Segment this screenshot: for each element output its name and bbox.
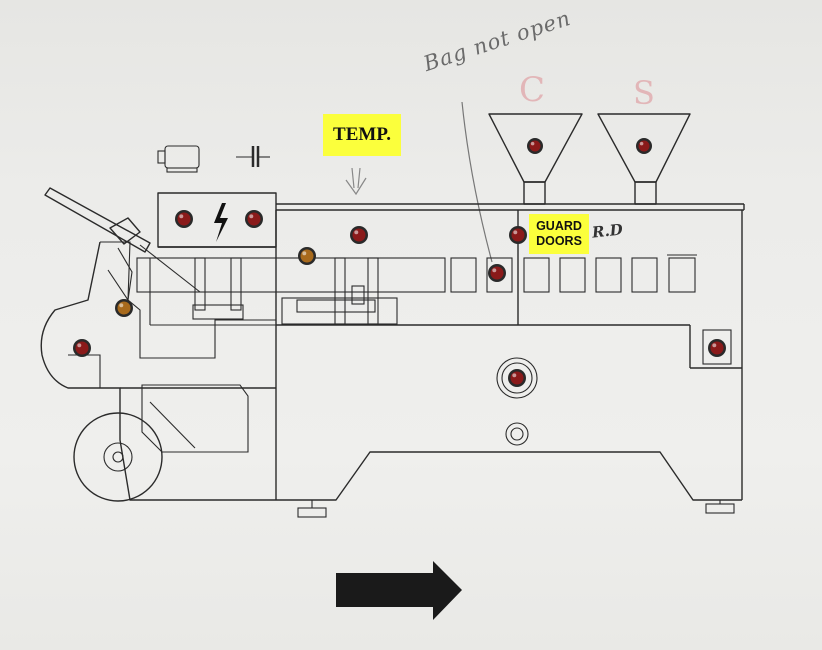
left-roller-lamp	[73, 339, 91, 357]
side-box	[702, 329, 732, 365]
guard-label-line1: GUARD	[536, 219, 582, 233]
note-pointer-line	[461, 101, 493, 263]
hopper-s	[597, 113, 691, 205]
hopper-c	[488, 113, 583, 205]
capacitor-icon	[236, 146, 270, 167]
jaw-mechanism	[136, 257, 446, 326]
power-lamp-left	[175, 210, 193, 228]
infeed-chute	[44, 187, 201, 302]
handwritten-c-mark: C	[519, 70, 546, 110]
indicator-lamps	[73, 138, 726, 599]
handwritten-s-mark: S	[633, 74, 655, 112]
temp-label: TEMP.	[323, 114, 401, 156]
hopper-s-lamp	[636, 138, 652, 154]
temp-label-text: TEMP.	[333, 124, 391, 145]
guard-doors-lamp	[509, 226, 527, 244]
center-lamp	[508, 369, 526, 387]
upper-frame	[275, 203, 745, 500]
side-box-lamp	[708, 339, 726, 357]
motor-icon	[157, 145, 200, 173]
center-rings	[496, 357, 538, 446]
lightning-bolt-icon	[214, 203, 228, 242]
jaw-lamp	[298, 247, 316, 265]
handwritten-rd-mark: R.D	[591, 220, 624, 242]
guard-doors-label: GUARD DOORS	[529, 214, 589, 254]
power-lamp-right	[245, 210, 263, 228]
lower-base	[276, 451, 742, 518]
infeed-lamp	[115, 299, 133, 317]
electrical-box	[157, 192, 277, 248]
hopper-c-lamp	[527, 138, 543, 154]
guard-label-line2: DOORS	[536, 234, 582, 248]
direction-indicator	[336, 561, 462, 620]
right-arrow-icon	[336, 561, 462, 620]
temp-lamp	[350, 226, 368, 244]
left-body	[40, 241, 276, 502]
down-arrow-icon	[345, 167, 367, 196]
window-row	[450, 254, 697, 293]
bag-open-lamp	[488, 264, 506, 282]
